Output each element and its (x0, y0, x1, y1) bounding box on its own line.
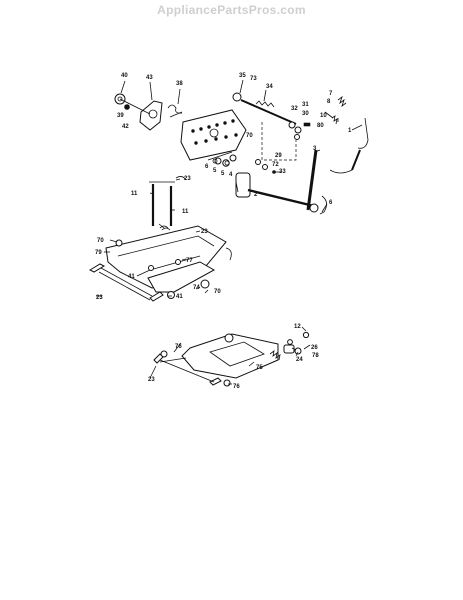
callout-labels: 40 43 38 35 73 34 7 8 39 42 32 31 30 10 … (95, 73, 352, 390)
callout-32: 32 (291, 106, 298, 112)
callout-76-top: 76 (175, 344, 182, 350)
callout-72: 72 (272, 162, 279, 168)
callout-35: 35 (239, 73, 246, 79)
callout-6: 6 (205, 164, 209, 170)
lower-lift-frame (98, 261, 216, 302)
callout-10: 10 (320, 113, 327, 119)
callout-8: 8 (327, 99, 331, 105)
lift-rod-group (232, 79, 369, 149)
callout-40: 40 (121, 73, 128, 79)
callout-26: 26 (311, 345, 318, 351)
callout-34: 34 (266, 84, 273, 90)
callout-12: 12 (294, 324, 301, 330)
callout-7: 7 (329, 91, 333, 97)
callout-41-right: 41 (176, 294, 183, 300)
site-watermark: AppliancePartsPros.com (157, 3, 306, 17)
callout-5b: 5 (221, 171, 225, 177)
callout-23-lower: 23 (96, 295, 103, 301)
callout-70-lower: 70 (214, 289, 221, 295)
callout-77: 77 (186, 258, 193, 264)
upper-lift-frame (88, 225, 232, 289)
callout-78: 78 (312, 353, 319, 359)
callout-33: 33 (279, 169, 286, 175)
callout-29: 29 (275, 153, 282, 159)
callout-2: 2 (254, 192, 258, 198)
callout-30: 30 (302, 111, 309, 117)
lift-shaft-group (207, 149, 361, 215)
callout-23-mid: 23 (201, 229, 208, 235)
guide-outline (261, 122, 297, 161)
callout-11-right: 11 (182, 209, 189, 215)
callout-4: 4 (229, 172, 233, 178)
callout-38: 38 (176, 81, 183, 87)
callout-1: 1 (348, 128, 352, 134)
callout-43: 43 (146, 75, 153, 81)
callout-75: 75 (256, 365, 263, 371)
lift-knob-group (114, 80, 183, 131)
callout-5a: 5 (213, 168, 217, 174)
leader-lines (96, 111, 363, 385)
callout-73: 73 (250, 76, 257, 82)
callout-41-left: 41 (128, 274, 135, 280)
callout-31: 31 (302, 102, 309, 108)
support-plate (180, 109, 247, 167)
callout-79: 79 (95, 250, 102, 256)
callout-24: 24 (296, 357, 303, 363)
callout-6-lever: 6 (329, 200, 333, 206)
bottom-frame-assembly (153, 331, 310, 387)
callout-23-bottom: 23 (148, 377, 155, 383)
callout-80: 80 (317, 123, 324, 129)
callout-23-top: 23 (184, 176, 191, 182)
callout-11-left: 11 (131, 191, 138, 197)
callout-70-frame: 70 (97, 238, 104, 244)
callout-70: 70 (246, 133, 253, 139)
callout-39: 39 (117, 113, 124, 119)
callout-3: 3 (313, 146, 317, 152)
lift-links (149, 176, 187, 229)
callout-42: 42 (122, 124, 129, 130)
callout-74: 74 (193, 285, 200, 291)
callout-76-bottom: 76 (233, 384, 240, 390)
